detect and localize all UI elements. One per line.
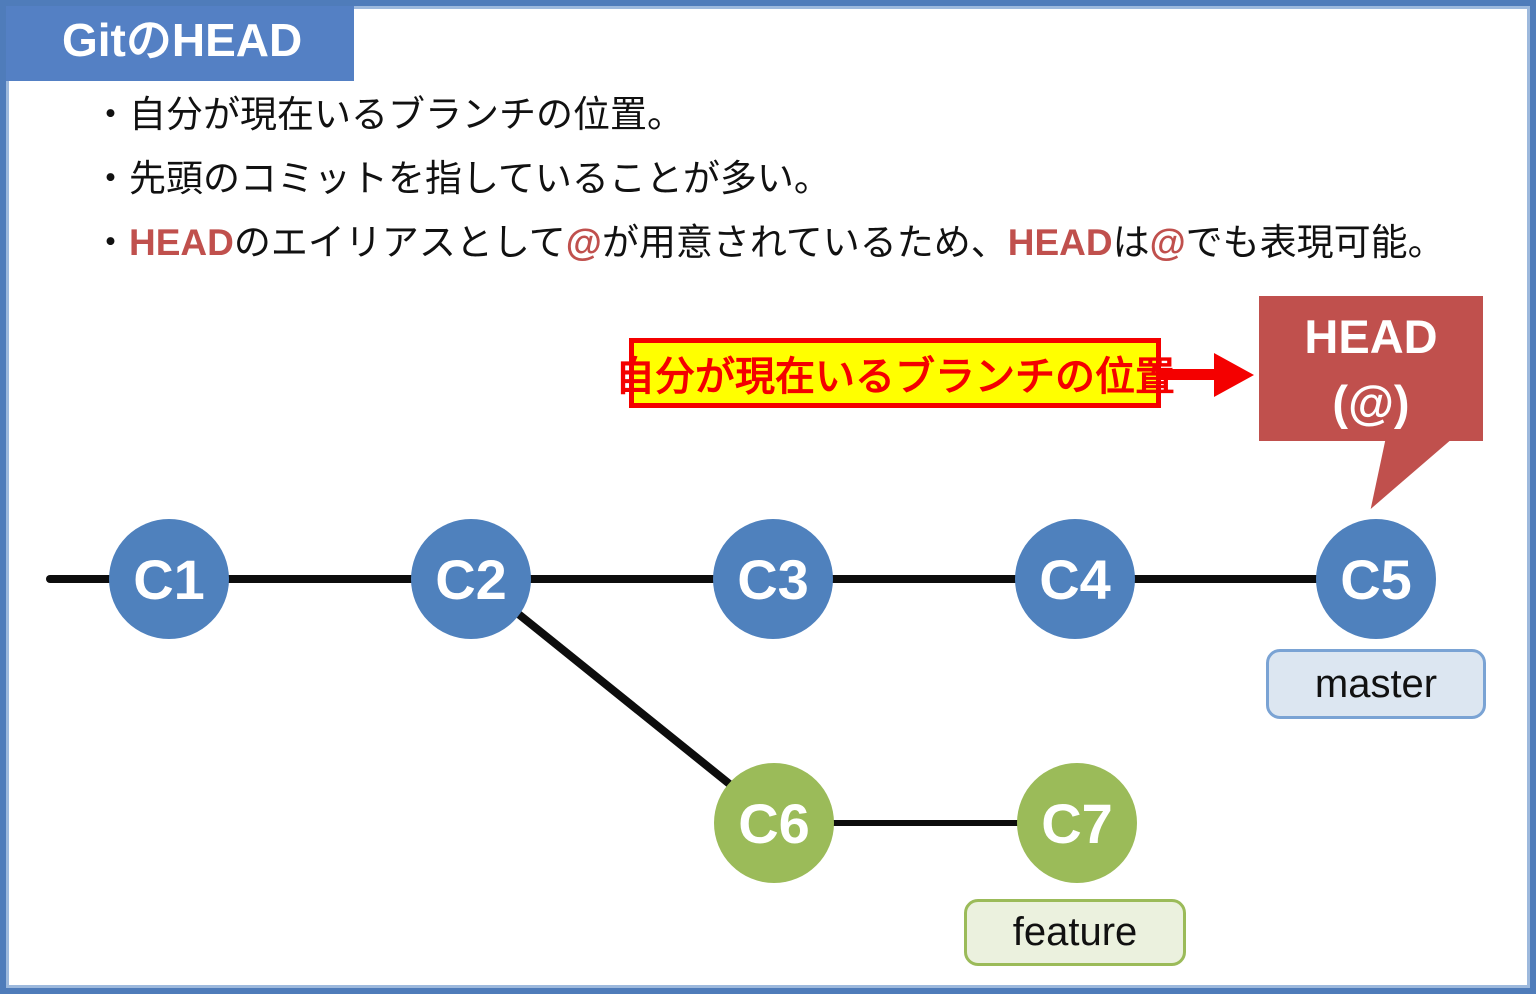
bullet3-seg-head: HEAD	[1007, 222, 1113, 263]
bullet3-seg: は	[1112, 222, 1150, 263]
callout-arrow-shaft	[1161, 369, 1217, 380]
commit-node-c2: C2	[411, 519, 531, 639]
commit-node-c4: C4	[1015, 519, 1135, 639]
commit-node-c7: C7	[1017, 763, 1137, 883]
feature-branch-label: feature	[964, 899, 1186, 966]
bullet-list: ・自分が現在いるブランチの位置。 ・先頭のコミットを指していることが多い。 ・H…	[92, 83, 1445, 275]
head-bubble-line1: HEAD	[1304, 310, 1438, 363]
bullet3-seg: でも表現可能。	[1185, 222, 1445, 263]
callout-arrow-icon	[1214, 353, 1254, 397]
bullet-item-1: ・自分が現在いるブランチの位置。	[92, 94, 684, 135]
bullet3-seg-at: @	[565, 222, 602, 263]
bullet3-seg: ・	[92, 222, 129, 263]
head-bubble-line2: (@)	[1332, 376, 1410, 429]
commit-node-c6: C6	[714, 763, 834, 883]
master-branch-line	[46, 575, 1376, 583]
commit-node-c3: C3	[713, 519, 833, 639]
head-bubble-tail	[1370, 438, 1453, 509]
current-branch-callout: 自分が現在いるブランチの位置	[615, 338, 1175, 408]
head-pointer-bubble: HEAD (@)	[1259, 296, 1483, 441]
bullet3-seg: が用意されているため、	[601, 222, 1008, 263]
master-branch-label: master	[1266, 649, 1486, 719]
bullet3-seg-head: HEAD	[129, 222, 234, 263]
page-title: GitのHEAD	[6, 6, 354, 81]
commit-node-c1: C1	[109, 519, 229, 639]
bullet3-seg: のエイリアスとして	[233, 222, 566, 263]
bullet-item-3: ・HEADのエイリアスとして@が用意されているため、HEADは@でも表現可能。	[92, 211, 1445, 275]
feature-branch-line	[774, 820, 1075, 826]
bullet-item-2: ・先頭のコミットを指していることが多い。	[92, 158, 831, 199]
bullet3-seg-at: @	[1149, 222, 1186, 263]
commit-node-c5: C5	[1316, 519, 1436, 639]
